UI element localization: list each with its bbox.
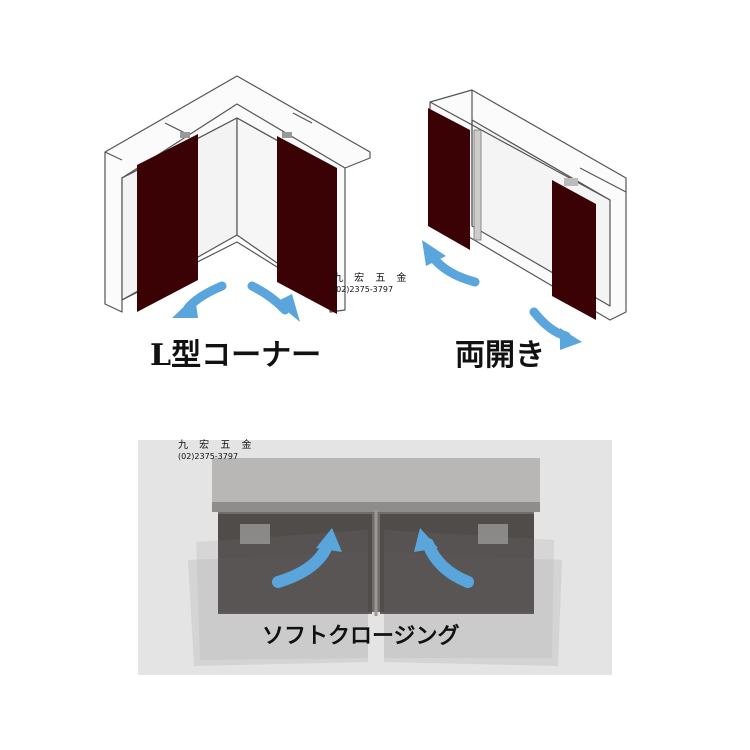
curved-arrow-icon [316,528,342,552]
curved-arrow-icon [560,328,582,350]
curved-arrow-icon [172,296,198,318]
soft-closing-photo [138,440,612,675]
double-door-caption: 両開き [455,338,545,373]
watermark-top: 九 宏 五 金 (02)2375-3797 [333,273,411,294]
watermark-phone: (02)2375-3797 [333,284,394,294]
l-corner-illustration [0,0,380,400]
l-corner-caption: L型コーナー [150,338,322,373]
watermark-bottom: 九 宏 五 金 (02)2375-3797 [178,440,256,461]
curved-arrow-icon [422,240,446,266]
watermark-phone: (02)2375-3797 [178,451,239,461]
right-door [552,180,596,320]
right-door [277,136,337,314]
soft-closing-cabinet-drawing [188,458,562,666]
curved-arrow-icon [427,251,480,287]
curved-arrow-icon [247,281,290,315]
watermark-name: 九 宏 五 金 [333,273,411,284]
curved-arrow-icon [414,528,438,552]
l-corner-cabinet-drawing [104,75,371,322]
watermark-name: 九 宏 五 金 [178,440,256,451]
left-door [428,108,470,250]
double-door-illustration [400,80,750,380]
double-door-cabinet-drawing [422,89,627,350]
soft-closing-caption: ソフトクロージング [262,623,460,649]
curved-arrow-icon [276,294,300,322]
left-door [137,134,198,312]
